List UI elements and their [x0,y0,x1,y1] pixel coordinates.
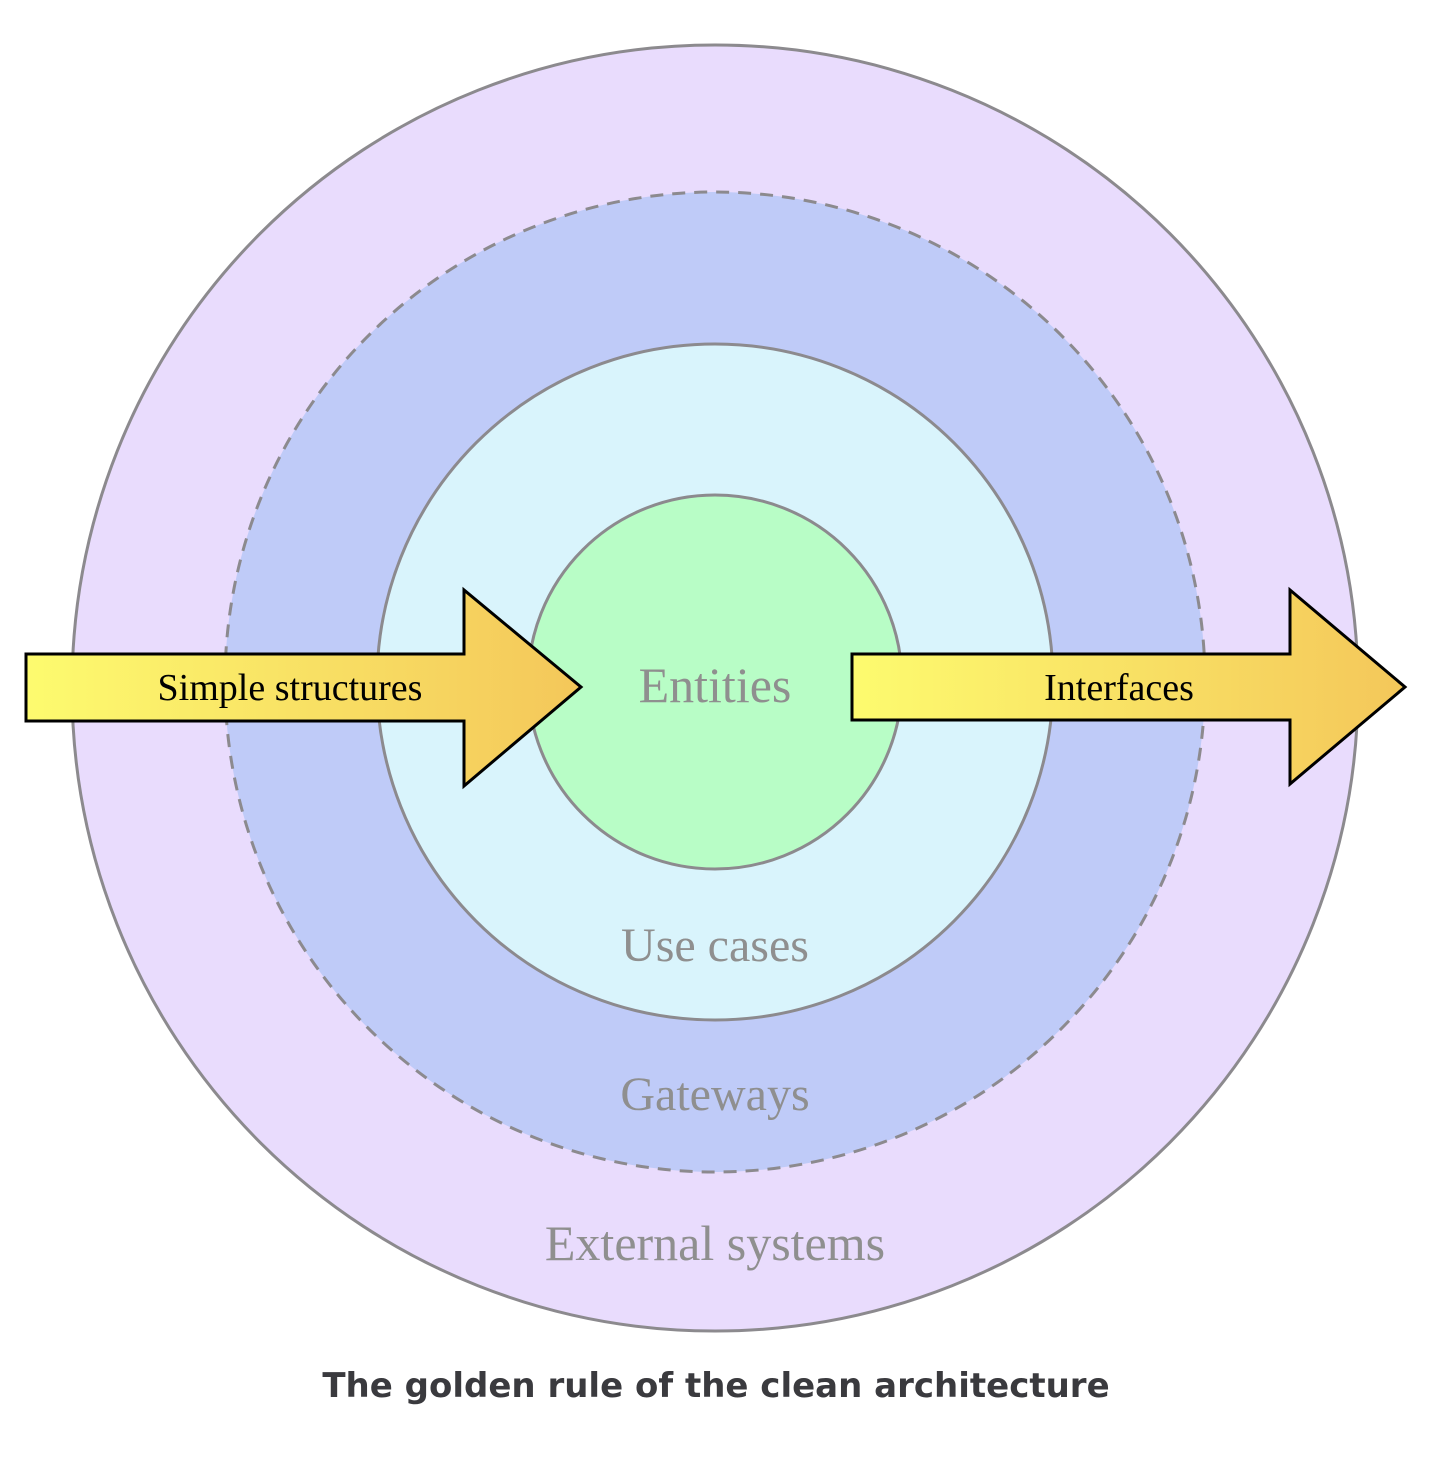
external-systems-label: External systems [545,1215,885,1271]
simple-structures-arrow [24,586,584,790]
interfaces-label: Interfaces [1044,667,1194,709]
simple-structures-label: Simple structures [158,667,423,709]
use-cases-label: Use cases [621,919,809,972]
figure-caption: The golden rule of the clean architectur… [322,1366,1110,1406]
interfaces-arrow [850,586,1408,788]
gateways-label: Gateways [620,1068,809,1121]
clean-architecture-diagram: Entities Use cases Gateways External sys… [24,43,1408,1333]
entities-label: Entities [639,657,792,713]
